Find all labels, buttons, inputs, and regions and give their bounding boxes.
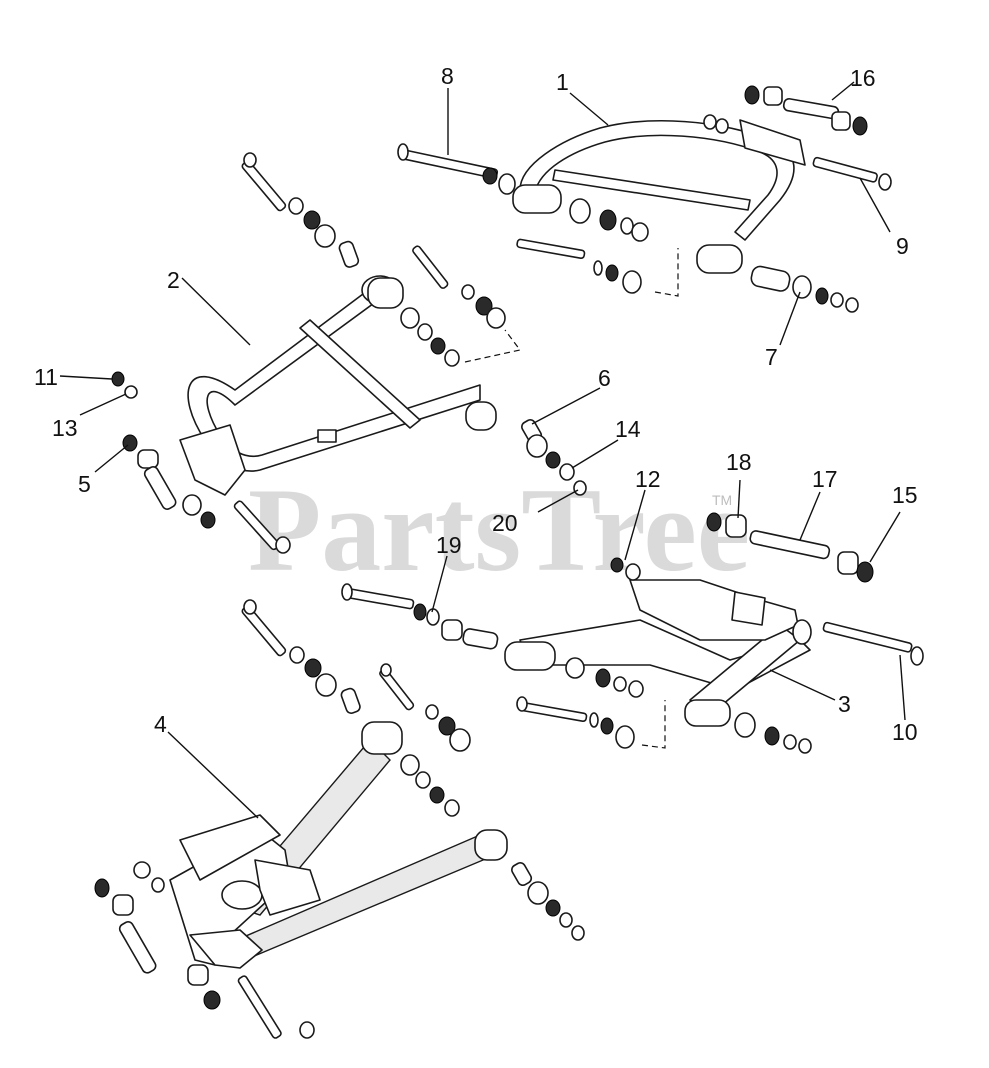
callout-18: 18 [726, 449, 752, 475]
callout-3: 3 [838, 691, 851, 717]
part-1-upper-rear-arm [512, 119, 806, 274]
watermark-trademark: TM [712, 492, 732, 508]
callout-12: 12 [635, 466, 661, 492]
callout-19: 19 [436, 532, 462, 558]
callout-4: 4 [154, 711, 167, 737]
hardware-row-left-top [241, 152, 522, 367]
callout-7: 7 [765, 344, 778, 370]
hardware-part-6-14-20 [521, 419, 587, 496]
hardware-row-part-3 [341, 557, 812, 754]
part-17-18-15-hardware [706, 512, 874, 583]
callout-16: 16 [850, 65, 876, 91]
hardware-row-top [482, 167, 859, 313]
hardware-row-part-4 [94, 599, 585, 1039]
callout-5: 5 [78, 471, 91, 497]
callout-9: 9 [896, 233, 909, 259]
part-10-bolt [822, 621, 924, 666]
callout-labels: 1 2 3 4 5 6 7 8 9 10 11 12 13 14 15 16 1… [34, 63, 918, 745]
callout-6: 6 [598, 365, 611, 391]
callout-14: 14 [615, 416, 641, 442]
callout-2: 2 [167, 267, 180, 293]
callout-17: 17 [812, 466, 838, 492]
part-16-hardware [703, 85, 868, 136]
callout-15: 15 [892, 482, 918, 508]
callout-11: 11 [34, 364, 58, 390]
callout-13: 13 [52, 415, 78, 441]
callout-8: 8 [441, 63, 454, 89]
callout-1: 1 [556, 69, 569, 95]
callout-10: 10 [892, 719, 918, 745]
watermark-text: PartsTree [248, 463, 750, 596]
part-4-lower-front-arm [169, 721, 508, 969]
leader-lines [59, 81, 906, 819]
callout-20: 20 [492, 510, 518, 536]
part-3-lower-rear-arm [504, 579, 812, 727]
part-2-upper-front-arm [179, 275, 497, 496]
hardware-part-11-13-5 [111, 371, 291, 554]
part-9-bolt [812, 156, 892, 191]
